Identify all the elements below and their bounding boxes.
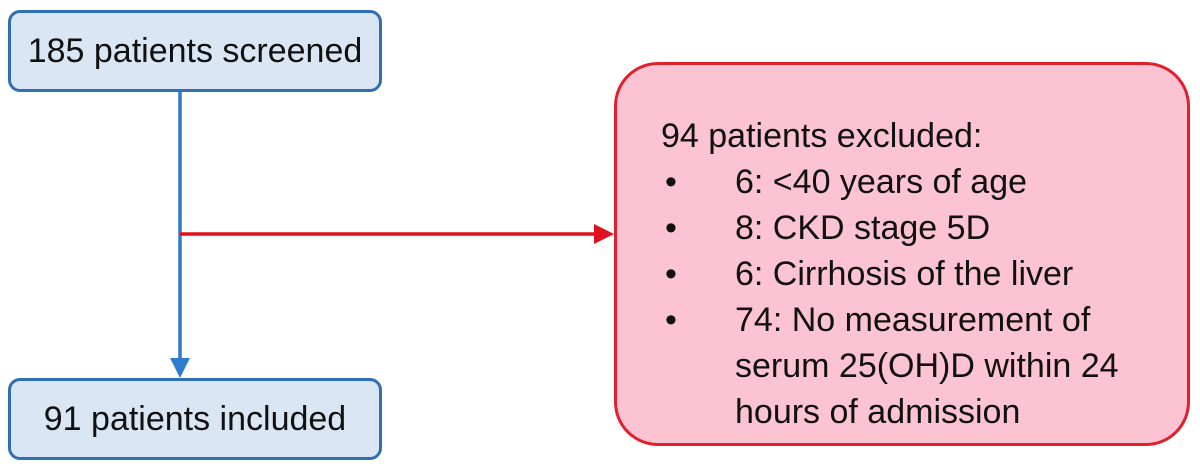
exclusion-item-cirrhosis: • 6: Cirrhosis of the liver: [661, 251, 1167, 297]
exclusion-criteria-list: • 6: <40 years of age • 8: CKD stage 5D …: [661, 159, 1167, 435]
screened-label: 185 patients screened: [27, 32, 363, 70]
screened-box: 185 patients screened: [8, 10, 382, 92]
exclusion-item-text: 6: <40 years of age: [735, 163, 1028, 201]
exclusion-arrowhead: [594, 224, 614, 244]
main-flow-arrowhead: [170, 358, 190, 378]
exclusion-item-no-measurement: • 74: No measurement of serum 25(OH)D wi…: [661, 297, 1167, 435]
bullet-icon: •: [665, 255, 677, 293]
exclusion-item-age: • 6: <40 years of age: [661, 159, 1167, 205]
included-box: 91 patients included: [8, 378, 382, 460]
exclusion-item-text: 6: Cirrhosis of the liver: [735, 255, 1074, 293]
excluded-box: 94 patients excluded: • 6: <40 years of …: [614, 62, 1190, 446]
bullet-icon: •: [665, 209, 677, 247]
bullet-icon: •: [665, 163, 677, 201]
included-label: 91 patients included: [43, 400, 347, 438]
exclusion-item-text: 8: CKD stage 5D: [735, 209, 991, 247]
exclusion-item-text: 74: No measurement of serum 25(OH)D with…: [735, 301, 1119, 431]
excluded-title: 94 patients excluded:: [661, 117, 983, 155]
exclusion-item-ckd: • 8: CKD stage 5D: [661, 205, 1167, 251]
bullet-icon: •: [665, 301, 677, 339]
